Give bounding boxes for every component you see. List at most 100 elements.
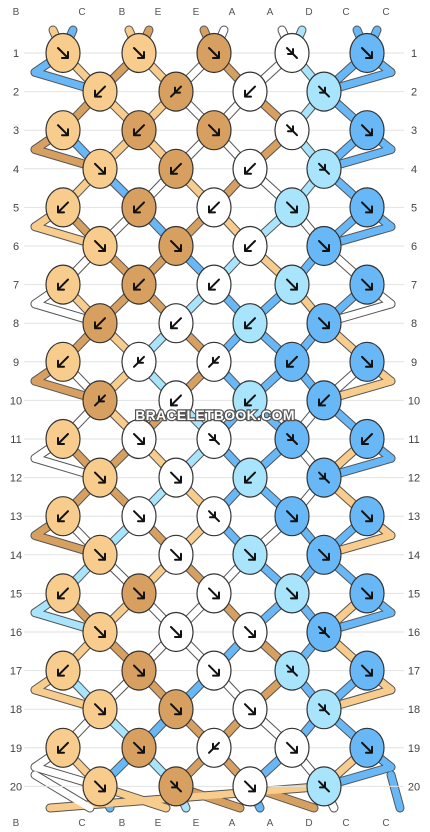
knot-direction-arrow-icon xyxy=(170,240,182,252)
row-number-right: 12 xyxy=(408,473,420,485)
watermark-text: BRACELETBOOK.COM xyxy=(135,407,295,423)
knot-direction-arrow-icon xyxy=(361,741,373,754)
row-number-left: 17 xyxy=(10,666,22,678)
knot-direction-arrow-icon xyxy=(133,587,145,600)
row-number-right: 3 xyxy=(411,125,417,137)
bottom-string-label: D xyxy=(305,818,312,829)
knot-direction-arrow-icon xyxy=(94,548,106,561)
knot-direction-arrow-icon xyxy=(361,587,373,600)
knot-direction-arrow-icon xyxy=(361,47,373,59)
knot-direction-arrow-icon xyxy=(57,124,69,137)
knot-direction-arrow-icon xyxy=(286,664,298,677)
knot-direction-arrow-icon xyxy=(94,317,106,330)
knot-direction-arrow-icon xyxy=(94,240,106,252)
bottom-string-label: C xyxy=(342,818,349,829)
row-number-left: 7 xyxy=(13,280,19,292)
row-number-right: 20 xyxy=(408,781,420,793)
knot-grid xyxy=(45,32,385,807)
row-number-right: 11 xyxy=(408,434,419,446)
knot-direction-arrow-icon xyxy=(57,510,69,523)
bottom-string-label: A xyxy=(229,818,236,829)
row-number-left: 12 xyxy=(10,473,22,485)
bottom-string-label: C xyxy=(382,818,389,829)
knot-direction-arrow-icon xyxy=(57,278,69,291)
knot-direction-arrow-icon xyxy=(318,162,330,175)
row-number-left: 13 xyxy=(10,511,22,523)
strand-segment xyxy=(31,771,94,812)
knot-direction-arrow-icon xyxy=(244,317,256,330)
knot-direction-arrow-icon xyxy=(133,510,145,523)
knot-direction-arrow-icon xyxy=(318,240,330,252)
knot-direction-arrow-icon xyxy=(208,47,220,59)
top-string-label: B xyxy=(13,7,20,18)
knot-direction-arrow-icon xyxy=(170,703,182,716)
knot-direction-arrow-icon xyxy=(133,124,145,137)
knot-direction-arrow-icon xyxy=(94,780,106,793)
knot-direction-arrow-icon xyxy=(244,703,256,716)
top-string-label: A xyxy=(229,7,236,18)
row-number-right: 6 xyxy=(411,241,417,253)
bottom-string-label: B xyxy=(13,818,20,829)
row-number-left: 18 xyxy=(10,704,22,716)
knot-direction-arrow-icon xyxy=(133,355,145,368)
row-number-right: 19 xyxy=(408,743,420,755)
knot-direction-arrow-icon xyxy=(57,355,69,368)
knot-direction-arrow-icon xyxy=(361,433,373,445)
row-number-left: 4 xyxy=(13,164,19,176)
knot-direction-arrow-icon xyxy=(286,355,298,368)
knot-direction-arrow-icon xyxy=(57,741,69,754)
row-number-left: 15 xyxy=(10,588,22,600)
bottom-string-label: A xyxy=(267,818,274,829)
row-number-right: 14 xyxy=(408,550,420,562)
row-number-left: 14 xyxy=(10,550,22,562)
knot-direction-arrow-icon xyxy=(208,355,220,368)
knot-direction-arrow-icon xyxy=(170,780,182,793)
knot-direction-arrow-icon xyxy=(361,201,373,214)
knot-direction-arrow-icon xyxy=(133,47,145,59)
top-string-label: C xyxy=(342,7,349,18)
knot-direction-arrow-icon xyxy=(208,433,220,445)
knot-direction-arrow-icon xyxy=(170,394,182,407)
row-number-left: 8 xyxy=(13,318,19,330)
knot-direction-arrow-icon xyxy=(57,201,69,214)
row-number-right: 5 xyxy=(411,202,417,214)
knot-direction-arrow-icon xyxy=(170,317,182,330)
knot-direction-arrow-icon xyxy=(318,471,330,484)
knot-direction-arrow-icon xyxy=(244,394,256,407)
knot-direction-arrow-icon xyxy=(94,394,106,407)
knot-direction-arrow-icon xyxy=(318,780,330,793)
top-string-label: B xyxy=(119,7,126,18)
knot-direction-arrow-icon xyxy=(208,278,220,291)
knot-direction-arrow-icon xyxy=(208,587,220,600)
row-number-left: 11 xyxy=(10,434,21,446)
knot-direction-arrow-icon xyxy=(170,162,182,175)
knot-direction-arrow-icon xyxy=(286,47,298,59)
knot-direction-arrow-icon xyxy=(244,85,256,98)
knot-direction-arrow-icon xyxy=(361,664,373,677)
row-number-left: 5 xyxy=(13,202,19,214)
knot-direction-arrow-icon xyxy=(133,278,145,291)
knot-direction-arrow-icon xyxy=(244,780,256,793)
knot-direction-arrow-icon xyxy=(286,433,298,445)
knot-direction-arrow-icon xyxy=(318,85,330,98)
bottom-string-label: C xyxy=(78,818,85,829)
strand-segment xyxy=(387,771,404,812)
knot-direction-arrow-icon xyxy=(208,664,220,677)
knot-direction-arrow-icon xyxy=(361,355,373,368)
knot-direction-arrow-icon xyxy=(244,548,256,561)
knot-direction-arrow-icon xyxy=(286,278,298,291)
top-string-label: C xyxy=(78,7,85,18)
knot-direction-arrow-icon xyxy=(57,664,69,677)
top-string-label: A xyxy=(267,7,274,18)
knot-direction-arrow-icon xyxy=(57,587,69,600)
knot-direction-arrow-icon xyxy=(286,510,298,523)
knot-direction-arrow-icon xyxy=(244,162,256,175)
bottom-string-label: E xyxy=(193,818,200,829)
top-string-label: C xyxy=(382,7,389,18)
knot-direction-arrow-icon xyxy=(133,664,145,677)
knot-direction-arrow-icon xyxy=(170,471,182,484)
knot-direction-arrow-icon xyxy=(170,548,182,561)
knot-direction-arrow-icon xyxy=(286,741,298,754)
row-number-left: 10 xyxy=(10,395,22,407)
bottom-string-label: E xyxy=(155,818,162,829)
